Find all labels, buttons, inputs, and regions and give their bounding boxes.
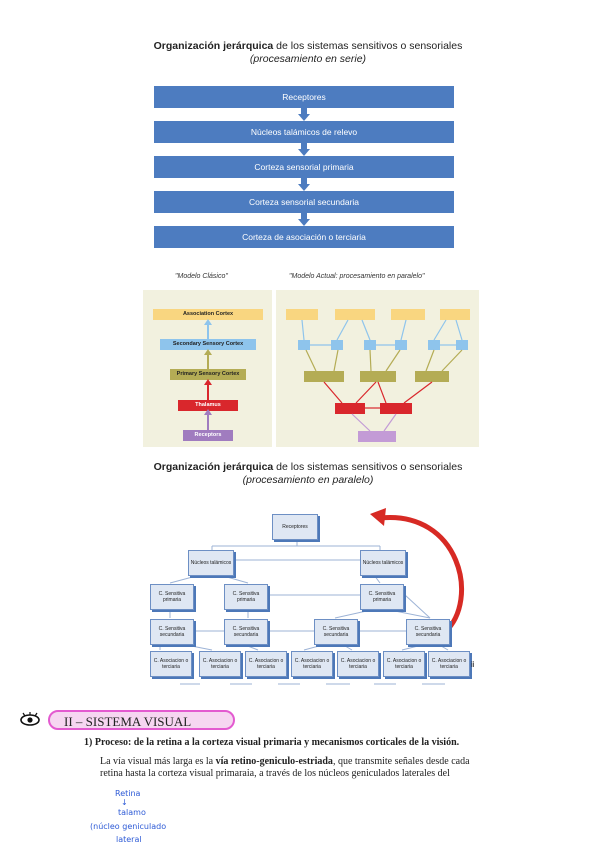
tree-asociacion-4: C. Asociacion o terciaria xyxy=(291,651,333,677)
arrow-down-icon xyxy=(298,114,310,121)
tree-asociacion-5: C. Asociacion o terciaria xyxy=(337,651,379,677)
classic-association-cortex: Association Cortex xyxy=(153,309,263,320)
handwritten-retina: Retina xyxy=(115,789,141,798)
tree-asociacion-1: C. Asociacion o terciaria xyxy=(150,651,192,677)
tree-secundaria-4: C. Sensitiva secundaria xyxy=(406,619,450,645)
serial-box-primaria: Corteza sensorial primaria xyxy=(154,156,454,178)
item-number: 1) xyxy=(84,737,93,748)
handwritten-arrow: ↓ xyxy=(121,798,128,807)
item-1-title: 1) Proceso: de la retina a la corteza vi… xyxy=(84,737,459,748)
classic-arrows xyxy=(204,319,212,430)
para-text: La vía visual más larga es la xyxy=(100,756,216,767)
classic-thalamus: Thalamus xyxy=(178,400,238,411)
serial-box-nucleos: Núcleos talámicos de relevo xyxy=(154,121,454,143)
arrow-stem xyxy=(301,143,307,149)
tree-asociacion-6: C. Asociacion o terciaria xyxy=(383,651,425,677)
handwritten-talamo: talamo xyxy=(118,808,146,817)
classic-model-panel: Association Cortex Secondary Sensory Cor… xyxy=(143,290,272,447)
arrow-stem xyxy=(301,178,307,184)
tree-receptores: Receptores xyxy=(272,514,318,540)
tree-primaria-2: C. Sensitiva primaria xyxy=(224,584,268,610)
paragraph-line-1: La vía visual más larga es la vía retino… xyxy=(100,756,555,768)
parallel-model-diagram xyxy=(286,309,470,442)
tree-trailing-text: ii xyxy=(471,660,475,669)
tree-secundaria-2: C. Sensitiva secundaria xyxy=(224,619,268,645)
caption-current-model: "Modelo Actual: procesamiento en paralel… xyxy=(289,273,425,280)
classic-secondary-cortex: Secondary Sensory Cortex xyxy=(160,339,256,350)
classic-receptors: Receptors xyxy=(183,430,233,441)
title-serial-rest: de los sistemas sensitivos o sensoriales xyxy=(273,40,463,52)
tree-primaria-1: C. Sensitiva primaria xyxy=(150,584,194,610)
tree-secundaria-1: C. Sensitiva secundaria xyxy=(150,619,194,645)
caption-classic-model: "Modelo Clásico" xyxy=(175,273,228,280)
item-title-text: Proceso: de la retina a la corteza visua… xyxy=(94,737,460,748)
title-serial-sub: (procesamiento en serie) xyxy=(249,53,367,65)
paragraph-line-2: retina hasta la corteza visual primaraia… xyxy=(100,768,450,779)
tree-primaria-3: C. Sensitiva primaria xyxy=(360,584,404,610)
arrow-down-icon xyxy=(298,184,310,191)
paragraph: La vía visual más larga es la vía retino… xyxy=(100,756,555,780)
arrow-stem xyxy=(301,213,307,219)
title-serial-bold: Organización jerárquica xyxy=(153,40,274,52)
arrow-down-icon xyxy=(298,149,310,156)
eye-icon xyxy=(20,712,40,726)
handwritten-lateral: lateral xyxy=(116,835,142,844)
serial-box-receptores: Receptores xyxy=(154,86,454,108)
title-parallel: Organización jerárquica de los sistemas … xyxy=(0,461,616,487)
tree-asociacion-2: C. Asociacion o terciaria xyxy=(199,651,241,677)
tree-asociacion-3: C. Asociacion o terciaria xyxy=(245,651,287,677)
title-parallel-rest: de los sistemas sensitivos o sensoriales xyxy=(273,461,463,473)
classic-primary-cortex: Primary Sensory Cortex xyxy=(170,369,246,380)
para-text: , que transmite señales desde cada xyxy=(332,756,470,767)
title-parallel-bold: Organización jerárquica xyxy=(153,461,274,473)
handwritten-nucleo: (núcleo geniculado xyxy=(90,822,167,831)
title-serial: Organización jerárquica de los sistemas … xyxy=(0,40,616,66)
section-heading: II – SISTEMA VISUAL xyxy=(48,710,235,730)
tree-asociacion-7: C. Asociacion o terciaria xyxy=(428,651,470,677)
tree-nucleos-left: Núcleos talámicos xyxy=(188,550,234,576)
serial-box-secundaria: Corteza sensorial secundaria xyxy=(154,191,454,213)
arrow-down-icon xyxy=(298,219,310,226)
parallel-model-panel xyxy=(276,290,479,447)
title-parallel-sub: (procesamiento en paralelo) xyxy=(242,474,374,486)
tree-nucleos-right: Núcleos talámicos xyxy=(360,550,406,576)
serial-box-asociacion: Corteza de asociación o terciaria xyxy=(154,226,454,248)
arrow-stem xyxy=(301,108,307,114)
tree-secundaria-3: C. Sensitiva secundaria xyxy=(314,619,358,645)
para-bold-term: vía retino-geniculo-estriada xyxy=(215,756,333,767)
section-heading-text: II – SISTEMA VISUAL xyxy=(64,714,192,729)
